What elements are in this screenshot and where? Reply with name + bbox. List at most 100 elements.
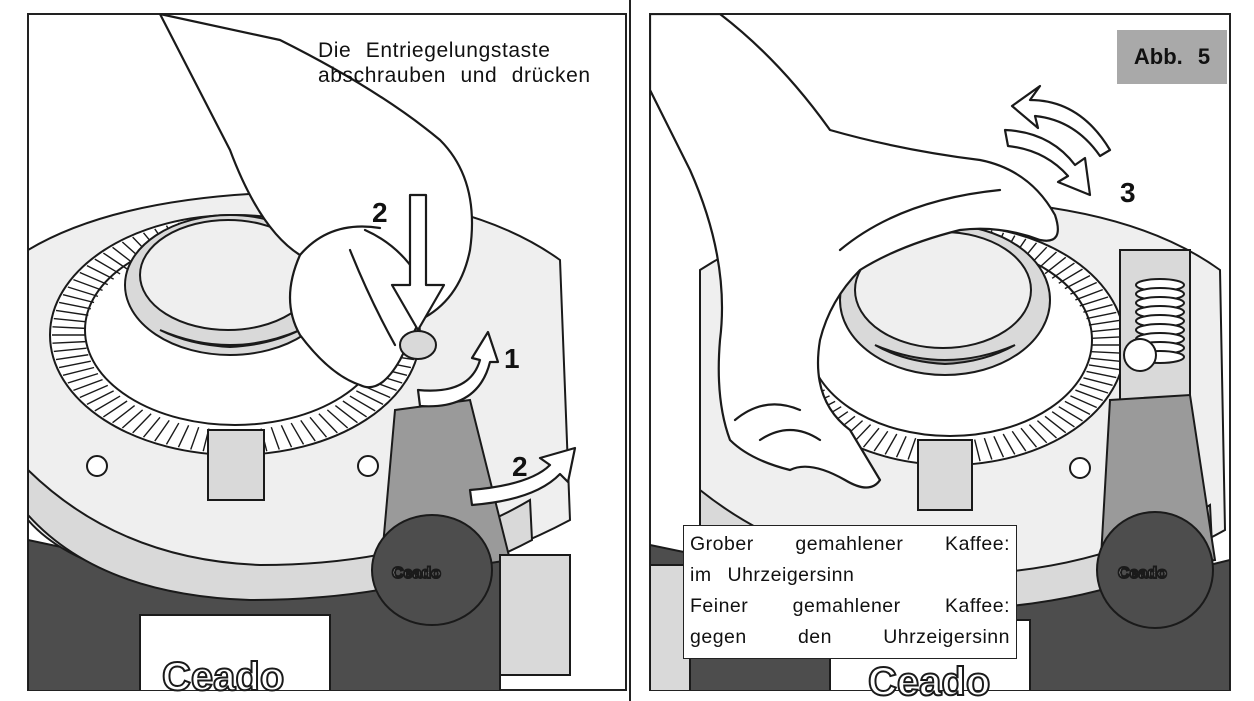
ring-tooth	[79, 384, 109, 399]
ring-tooth	[1051, 262, 1075, 279]
ring-tooth	[53, 347, 87, 353]
ring-tooth	[102, 400, 128, 418]
front-lock-block-left	[207, 429, 265, 501]
screw-left-1	[86, 455, 108, 477]
ring-tooth	[907, 437, 917, 460]
ring-tooth	[1075, 389, 1103, 402]
hand-right	[650, 14, 1059, 489]
ring-tooth	[895, 436, 907, 458]
front-lock-block-right	[917, 439, 973, 511]
ring-tooth	[973, 439, 981, 462]
release-knob-cap-left	[371, 514, 493, 626]
ring-tooth	[1088, 319, 1120, 326]
ring-tooth	[1070, 395, 1097, 409]
ring-tooth	[1088, 364, 1120, 371]
ring-tooth	[983, 437, 993, 460]
screw-left-2	[357, 455, 379, 477]
note-coarse-title: Grober gemahlener Kaffee:	[690, 533, 1010, 555]
ring-tooth	[52, 326, 86, 330]
ring-tooth	[94, 395, 121, 412]
caption-line-1: Die Entriegelungstaste	[318, 39, 551, 62]
ring-tooth	[1086, 311, 1117, 320]
ring-tooth	[55, 354, 89, 361]
ring-tooth	[1091, 336, 1123, 340]
ring-tooth	[1020, 427, 1038, 448]
logo-body-left: Ceado	[162, 655, 284, 699]
ring-tooth	[862, 427, 880, 448]
ring-tooth	[1044, 256, 1067, 275]
ring-tooth	[1075, 288, 1103, 301]
step-label-press: 2	[372, 197, 388, 228]
ring-tooth	[58, 360, 91, 369]
unscrew-arrow	[416, 330, 500, 408]
ring-tooth	[993, 436, 1005, 458]
logo-body-right: Ceado	[868, 660, 990, 701]
ring-tooth	[53, 317, 87, 323]
ring-tooth	[1058, 406, 1083, 422]
note-fine-title: Feiner gemahlener Kaffee:	[690, 595, 1010, 617]
ring-tooth	[1036, 251, 1057, 270]
burr-left	[159, 329, 301, 349]
ring-tooth	[142, 416, 161, 438]
step-label-unscrew: 1	[504, 343, 520, 374]
ring-tooth	[1064, 275, 1091, 290]
turn-arrow-left	[468, 446, 577, 507]
ring-tooth	[67, 286, 99, 298]
ring-tooth	[79, 271, 109, 286]
ring-tooth	[62, 293, 95, 304]
ring-tooth	[52, 340, 86, 344]
ring-tooth	[1051, 411, 1075, 428]
ring-tooth	[1002, 433, 1016, 455]
caption-line-2: abschrauben und drücken	[318, 64, 591, 87]
ring-tooth	[1091, 350, 1123, 354]
ring-tooth	[102, 252, 128, 270]
note-coarse-direction: im Uhrzeigersinn	[690, 564, 855, 586]
right-panel-illustration	[650, 14, 1230, 690]
rotate-arrow-upper	[1010, 84, 1112, 158]
ring-tooth	[349, 395, 376, 412]
ring-tooth	[326, 409, 349, 429]
ring-tooth	[873, 430, 889, 452]
ring-tooth	[1064, 400, 1091, 415]
ring-tooth	[1090, 357, 1122, 363]
screw-right-1	[1069, 457, 1091, 479]
ring-tooth	[318, 413, 338, 434]
note-fine-direction: gegen den Uhrzeigersinn	[690, 626, 1010, 648]
ring-tooth	[121, 409, 144, 429]
ring-tooth	[94, 258, 121, 275]
ring-tooth	[270, 426, 280, 450]
ring-tooth	[1044, 415, 1067, 434]
ring-tooth	[190, 426, 200, 450]
ring-tooth	[86, 390, 114, 405]
release-button-right	[1123, 338, 1157, 372]
step-label-rotate: 3	[1120, 177, 1136, 208]
burr-right	[874, 344, 1016, 366]
figure-label-badge: Abb. 5	[1117, 30, 1227, 84]
ring-tooth	[165, 422, 180, 445]
ring-tooth	[1083, 377, 1113, 387]
logo-knob-left: Ceado	[392, 565, 441, 582]
side-block-left	[499, 554, 571, 676]
ring-tooth	[300, 419, 316, 442]
left-panel-illustration	[28, 14, 577, 690]
release-button-left	[399, 330, 437, 360]
ring-tooth	[58, 301, 91, 310]
release-knob-cap-right	[1096, 511, 1214, 629]
ring-tooth	[62, 366, 95, 377]
ring-tooth	[67, 372, 99, 384]
ring-tooth	[55, 309, 89, 316]
rotate-arrow-lower	[1003, 128, 1092, 197]
ring-tooth	[1036, 420, 1057, 439]
ring-tooth	[1086, 370, 1117, 379]
ring-tooth	[73, 278, 103, 292]
ring-tooth	[356, 390, 384, 405]
ring-tooth	[86, 265, 114, 280]
ring-tooth	[1090, 327, 1122, 333]
ring-tooth	[1070, 281, 1097, 295]
instruction-caption: Die Entriegelungstaste abschrauben und d…	[318, 38, 591, 88]
logo-knob-right: Ceado	[1118, 565, 1167, 582]
ring-tooth	[154, 419, 170, 442]
grind-direction-note: Grober gemahlener Kaffee: im Uhrzeigersi…	[683, 525, 1017, 659]
ring-tooth	[73, 378, 103, 392]
